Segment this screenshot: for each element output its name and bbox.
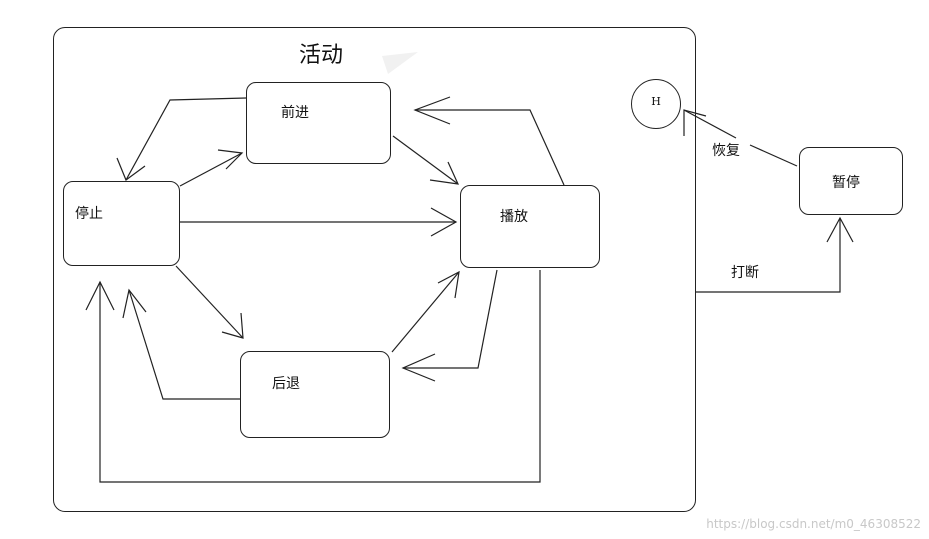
state-backward-label: 后退 [272,376,300,392]
transition-stop-to-backward [175,265,244,339]
transition-backward-to-stop [122,288,240,400]
transition-interrupt [696,216,854,293]
transition-resume [683,109,798,167]
state-forward [246,82,391,164]
transition-forward-to-play [392,135,459,185]
transition-play-to-backward [401,269,498,382]
edge-label-resume: 恢复 [712,143,740,159]
transition-play-to-forward [413,96,565,186]
watermark: https://blog.csdn.net/m0_46308522 [706,517,921,531]
state-forward-label: 前进 [281,105,309,121]
state-play-label: 播放 [500,209,528,225]
state-backward [240,351,390,438]
edge-label-interrupt: 打断 [731,265,759,281]
transition-backward-to-play [391,270,460,353]
history-node-label: H [651,95,661,108]
transition-stop-to-forward [179,149,244,187]
transition-play-to-stop-loop [85,270,541,483]
history-node: H [631,79,681,129]
composite-state-title: 活动 [299,43,344,68]
transition-forward-to-stop [116,97,247,181]
transition-stop-to-play [180,207,458,237]
state-stop [63,181,180,266]
state-pause-label: 暂停 [832,175,860,191]
state-stop-label: 停止 [75,206,103,222]
state-play [460,185,600,268]
state-pause [799,147,903,215]
composite-state-activity [53,27,696,512]
